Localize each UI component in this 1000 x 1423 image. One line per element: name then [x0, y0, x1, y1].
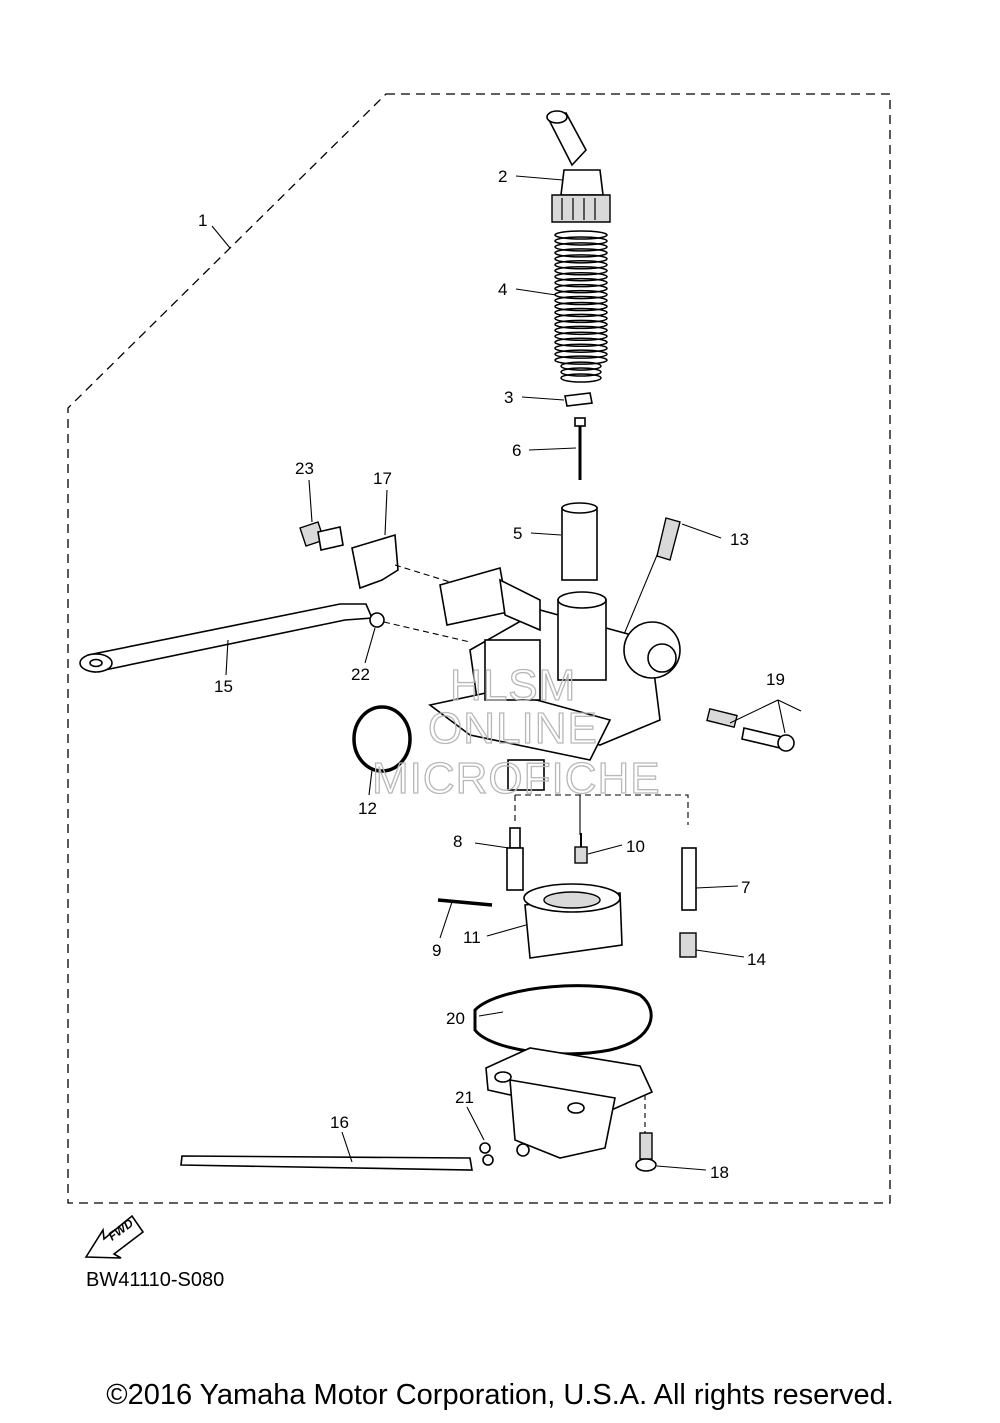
- spring-coil: [554, 266, 608, 276]
- float: [523, 883, 623, 959]
- float-needle-valve: [574, 833, 588, 864]
- callout-19: 19: [766, 670, 785, 689]
- callout-20: 20: [446, 1009, 465, 1028]
- callout-12: 12: [358, 799, 377, 818]
- spring-coil: [554, 349, 608, 359]
- spring-coil: [554, 260, 608, 270]
- callout-9: 9: [432, 941, 441, 960]
- spring-coil: [554, 295, 608, 306]
- float-bowl: [485, 1047, 654, 1159]
- callout-17: 17: [373, 469, 392, 488]
- spring-coil: [554, 283, 608, 294]
- spring-coil: [560, 373, 602, 383]
- callout-5: 5: [513, 524, 522, 543]
- callout-labels: 1 2 4 3 6 23 17 5 13 15 22 19 12 8 10 7 …: [198, 167, 785, 1182]
- callout-14: 14: [747, 950, 766, 969]
- hose-clip: [479, 1142, 494, 1166]
- callout-4: 4: [498, 280, 507, 299]
- callout-7: 7: [741, 878, 750, 897]
- float-pin: [437, 898, 493, 907]
- callout-8: 8: [453, 832, 462, 851]
- spring-coil: [554, 277, 608, 288]
- o-ring: [352, 705, 412, 773]
- callout-23: 23: [295, 459, 314, 478]
- choke-lever: [79, 603, 374, 673]
- spring-coil: [560, 367, 602, 377]
- spring-coil: [554, 242, 608, 252]
- callout-22: 22: [351, 665, 370, 684]
- main-jet: [679, 932, 697, 958]
- fwd-arrow-icon: FWD: [84, 1214, 145, 1259]
- callout-16: 16: [330, 1113, 349, 1132]
- spring-coil: [554, 331, 608, 342]
- spring-coil: [554, 236, 608, 246]
- assembly-boundary: [67, 93, 891, 1204]
- spring-coil: [554, 313, 608, 324]
- watermark: HLSM ONLINE MICROFICHE: [371, 660, 661, 803]
- pilot-jet: [681, 847, 697, 911]
- callout-6: 6: [512, 441, 521, 460]
- watermark-line-3: MICROFICHE: [372, 754, 661, 803]
- spring-coil: [554, 230, 608, 240]
- diagram-code: BW41110-S080: [86, 1269, 225, 1291]
- callout-3: 3: [504, 388, 513, 407]
- needle-jet: [506, 827, 524, 891]
- spring-coil: [554, 254, 608, 264]
- callout-10: 10: [626, 837, 645, 856]
- callout-11: 11: [463, 928, 481, 947]
- callout-18: 18: [710, 1163, 729, 1182]
- leader-lines: [211, 175, 802, 1171]
- throttle-spring: [554, 230, 608, 383]
- spring-coil: [554, 319, 608, 330]
- spring-coil: [560, 361, 602, 371]
- watermark-line-1: HLSM: [450, 661, 576, 710]
- callout-1: 1: [198, 211, 207, 230]
- e-clip: [369, 612, 471, 643]
- float-chamber-gasket: [473, 984, 653, 1056]
- callout-13: 13: [730, 530, 749, 549]
- cable-bracket: [351, 533, 399, 590]
- drain-hose: [180, 1155, 473, 1171]
- callout-2: 2: [498, 167, 507, 186]
- spring-coil: [554, 301, 608, 312]
- spring-coil: [554, 271, 608, 282]
- copyright-notice: ©2016 Yamaha Motor Corporation, U.S.A. A…: [106, 1379, 894, 1411]
- needle-clip: [564, 392, 593, 407]
- callout-15: 15: [214, 677, 233, 696]
- pilot-screw-set: [706, 707, 795, 752]
- spring-coil: [554, 355, 608, 365]
- spring-coil: [554, 325, 608, 336]
- bolt-23: [299, 521, 344, 551]
- carburetor-body: [428, 566, 681, 791]
- watermark-line-2: ONLINE: [428, 704, 598, 753]
- spring-coil: [554, 248, 608, 258]
- throttle-valve: [561, 502, 598, 581]
- drain-screw: [635, 1095, 657, 1172]
- spring-coil: [554, 337, 608, 347]
- carburetor-cap: [546, 110, 611, 223]
- spring-coil: [554, 343, 608, 353]
- callout-21: 21: [455, 1088, 474, 1107]
- spring-coil: [554, 307, 608, 318]
- jet-needle: [574, 417, 586, 480]
